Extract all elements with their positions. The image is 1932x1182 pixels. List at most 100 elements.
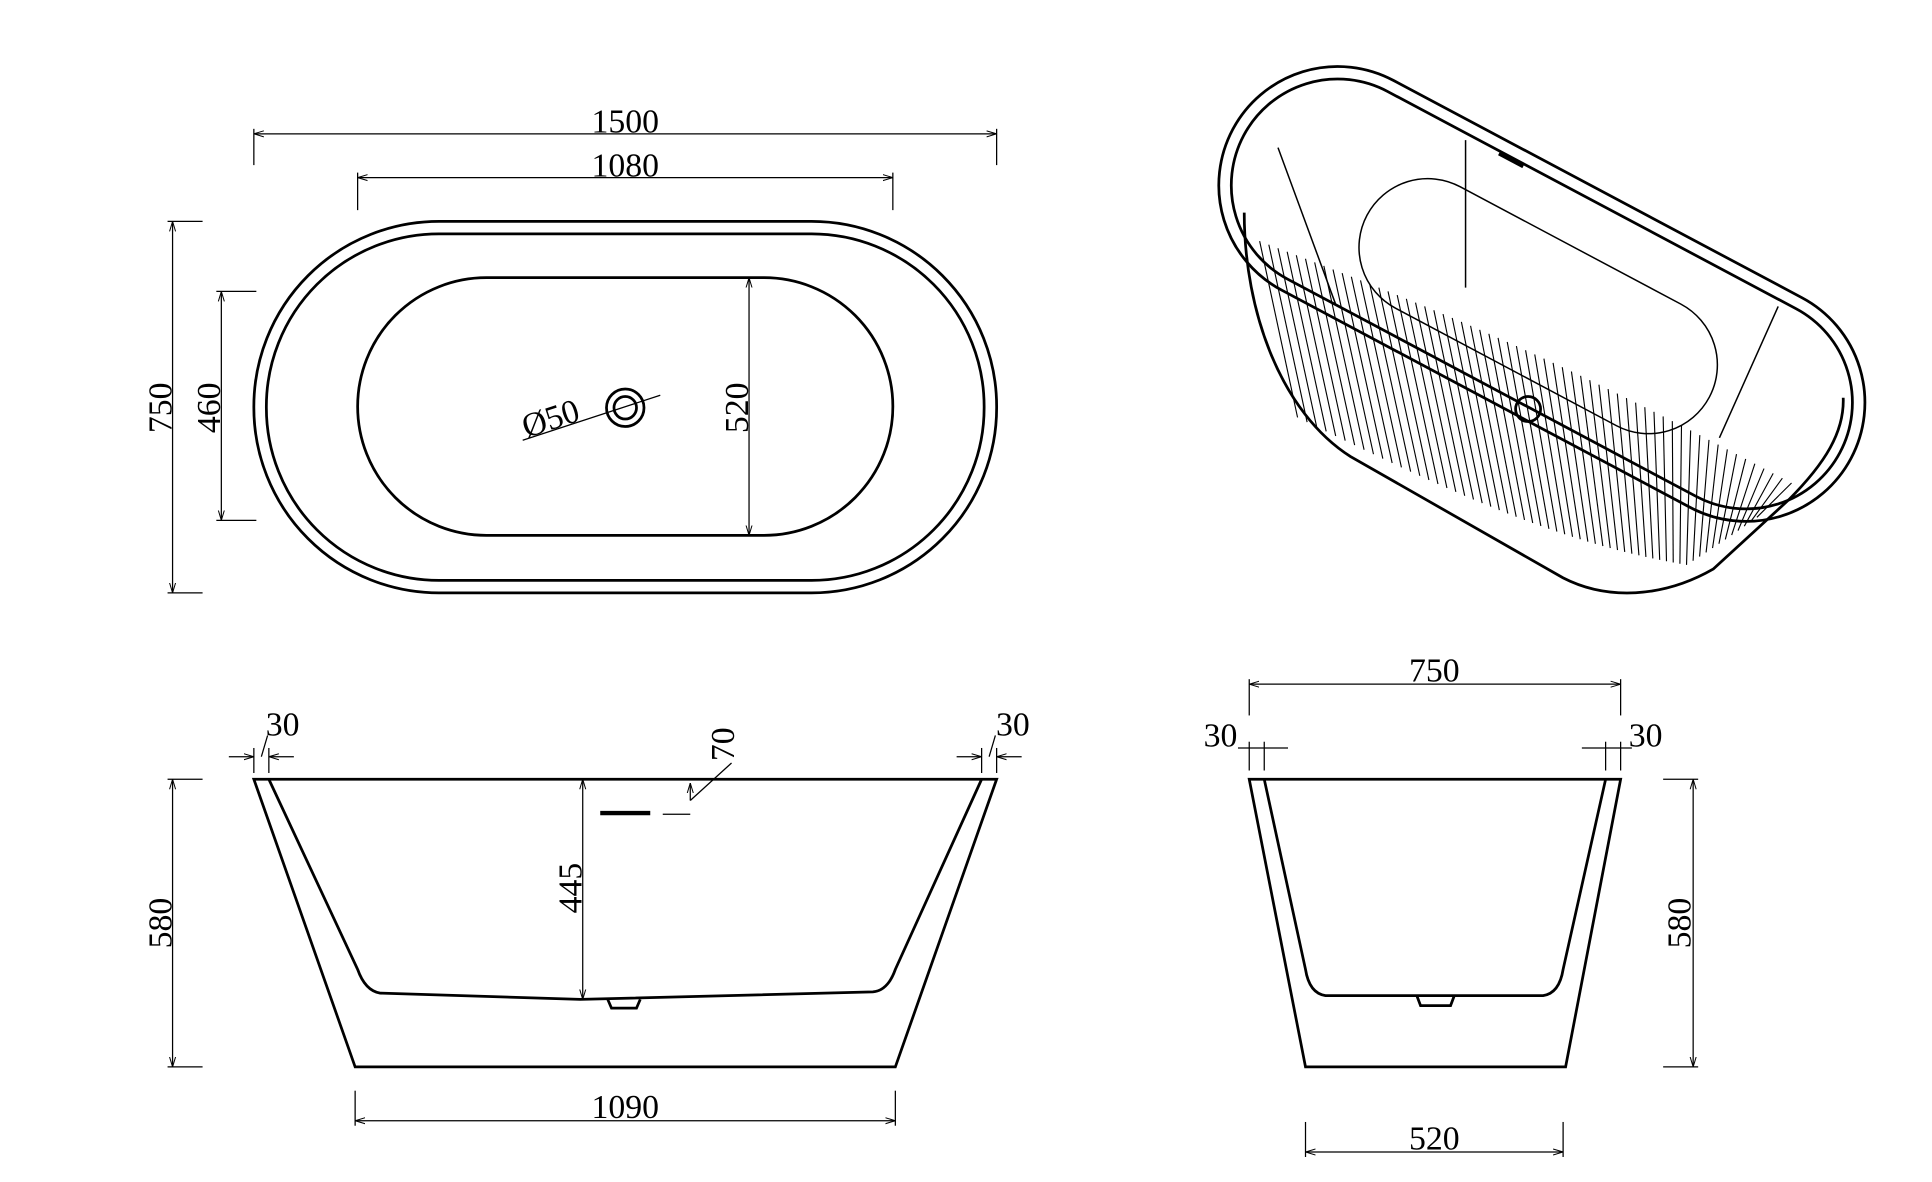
flute-line: [1259, 241, 1299, 418]
svg-text:750: 750: [1409, 653, 1460, 690]
svg-text:1080: 1080: [591, 147, 658, 184]
flute-line: [1387, 291, 1430, 481]
flute-line: [1350, 276, 1393, 464]
svg-text:580: 580: [1662, 898, 1699, 949]
dim-length: 1500: [253, 104, 998, 166]
drain-leader: [522, 394, 661, 441]
dim-rim-right: 30: [956, 706, 1030, 773]
dim-overflow-offset: 70: [662, 727, 742, 815]
svg-text:30: 30: [996, 706, 1030, 743]
tub-rim-outer: [1217, 65, 1867, 523]
flute-line: [1653, 411, 1661, 560]
perspective-view: [1217, 65, 1867, 595]
side-view: 750 30 30 580 520: [1204, 653, 1699, 1158]
flute-line: [1731, 463, 1756, 536]
flute-line: [1378, 287, 1421, 476]
flute-line: [1414, 302, 1457, 493]
flute-line: [1724, 458, 1747, 540]
flute-line: [1451, 317, 1492, 507]
svg-text:520: 520: [1409, 1120, 1460, 1157]
fluting-lines: [1259, 241, 1792, 565]
top-view: Ø50 1500 1080 750 460 520: [142, 104, 999, 595]
flute-line: [1405, 298, 1448, 489]
dim-inner-length: 1080: [357, 147, 894, 211]
flute-line: [1470, 325, 1509, 514]
svg-text:1090: 1090: [591, 1089, 658, 1126]
basin-edge-line: [1718, 306, 1779, 439]
dim-rim-left: 30: [1204, 718, 1288, 771]
flute-line: [1685, 430, 1692, 565]
dim-width: 750: [1248, 653, 1622, 716]
svg-text:1500: 1500: [591, 104, 658, 141]
drain-diameter-label: Ø50: [517, 392, 584, 445]
tub-inner-profile: [1262, 778, 1607, 998]
flute-line: [1607, 389, 1626, 552]
svg-text:750: 750: [142, 382, 179, 433]
flute-line: [1543, 358, 1574, 537]
flute-line: [1718, 454, 1738, 544]
dim-base-width: 520: [1304, 1120, 1564, 1157]
flute-line: [1705, 444, 1719, 553]
dim-rim-left: 30: [228, 706, 299, 773]
flute-line: [1662, 416, 1668, 562]
flute-line: [1598, 384, 1619, 551]
dim-base-length: 1090: [354, 1089, 896, 1126]
dim-inner-depth: 445: [552, 779, 589, 1000]
drain-outer: [605, 387, 646, 428]
flute-line: [1359, 280, 1402, 468]
tub-outer-profile: [1247, 777, 1623, 1069]
flute-line: [1433, 310, 1475, 500]
overflow-slot: [1498, 151, 1525, 169]
drain-inner: [612, 395, 638, 421]
dim-basin-width: 520: [719, 277, 756, 536]
flute-line: [1323, 265, 1365, 450]
flute-line: [1506, 341, 1542, 527]
basin-edge-line: [1277, 147, 1337, 305]
flute-line: [1699, 439, 1710, 557]
flute-line: [1570, 371, 1596, 544]
svg-text:70: 70: [705, 727, 742, 761]
flute-line: [1304, 258, 1346, 441]
svg-text:460: 460: [191, 382, 228, 433]
flute-line: [1589, 380, 1611, 549]
dim-inner-width: 460: [191, 290, 257, 521]
tub-inner-rim: [264, 232, 986, 582]
flute-line: [1442, 313, 1483, 504]
flute-line: [1580, 375, 1604, 547]
flute-line: [1369, 283, 1412, 472]
flute-line: [1515, 345, 1550, 529]
flute-line: [1479, 329, 1517, 517]
flute-line: [1711, 449, 1728, 549]
flute-line: [1644, 407, 1654, 559]
flute-line: [1295, 255, 1337, 437]
flute-line: [1561, 367, 1589, 542]
front-view: 30 30 70 580 445 1090: [142, 706, 1029, 1126]
flute-line: [1341, 272, 1384, 459]
flute-line: [1424, 306, 1466, 496]
flute-line: [1756, 482, 1792, 518]
tub-outer-profile: [251, 777, 999, 1069]
drain-fitting: [1415, 995, 1456, 1008]
drain: [1514, 395, 1542, 423]
flute-line: [1671, 421, 1674, 563]
flute-line: [1268, 244, 1308, 423]
tub-basin-floor: [1358, 177, 1719, 435]
tub-body-exterior: [1242, 212, 1845, 595]
flute-line: [1396, 294, 1439, 485]
dim-width: 750: [142, 220, 203, 594]
flute-line: [1314, 262, 1356, 446]
svg-text:520: 520: [719, 382, 756, 433]
dim-rim-right: 30: [1581, 718, 1663, 771]
flute-line: [1743, 473, 1774, 527]
flute-line: [1679, 425, 1683, 564]
flute-line: [1488, 333, 1526, 521]
svg-text:445: 445: [552, 863, 589, 914]
flute-line: [1286, 251, 1327, 432]
tub-basin: [356, 276, 895, 537]
tub-rim-inner: [1229, 77, 1854, 511]
dim-height: 580: [142, 778, 203, 1068]
svg-text:30: 30: [1204, 718, 1238, 755]
flute-line: [1525, 350, 1558, 532]
flute-line: [1497, 337, 1534, 524]
